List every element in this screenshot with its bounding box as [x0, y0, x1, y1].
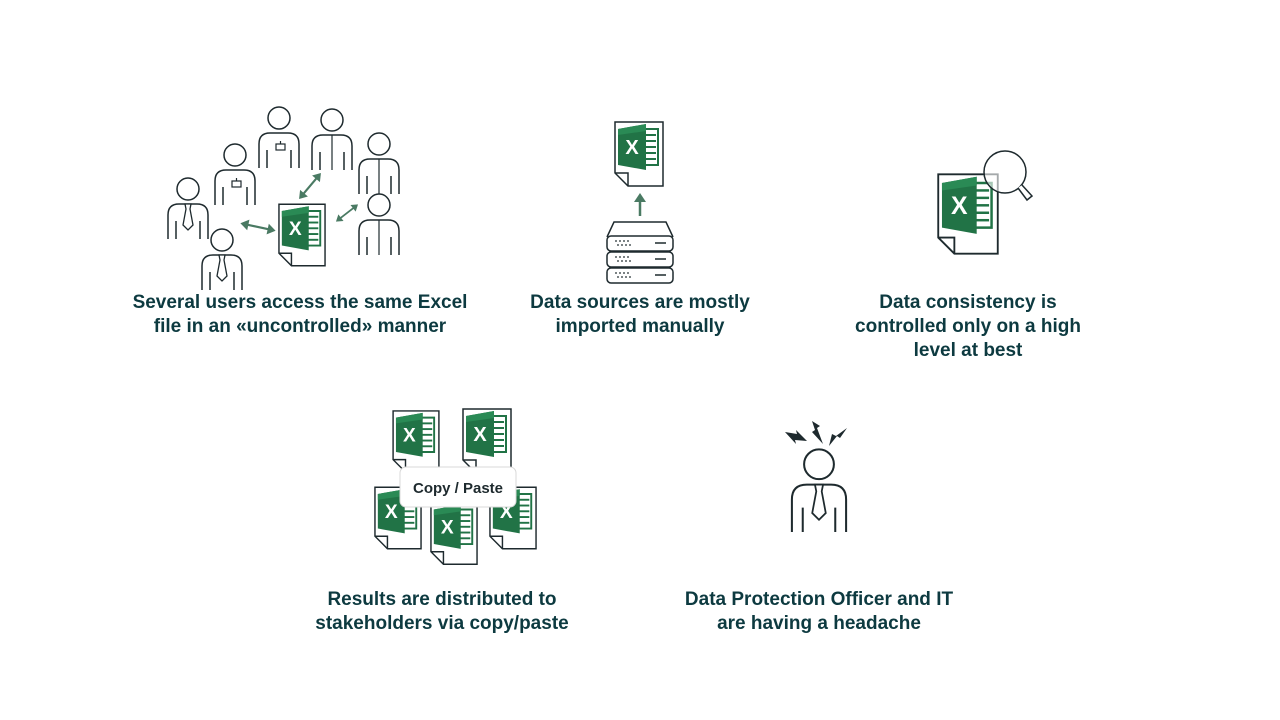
caption-uncontrolled-access: Several users access the same Excel file…: [110, 291, 490, 339]
caption-line: imported manually: [555, 316, 725, 337]
copy-paste-callout: Copy / Paste: [399, 466, 517, 508]
excel-file-icon: [462, 408, 512, 474]
caption-copy-paste-distribution: Results are distributed to stakeholders …: [292, 588, 592, 636]
caption-line: level at best: [913, 340, 1023, 361]
caption-line: stakeholders via copy/paste: [315, 613, 569, 634]
caption-headache: Data Protection Officer and IT are havin…: [664, 588, 974, 636]
caption-line: Several users access the same Excel: [132, 292, 468, 313]
user-icon: [358, 193, 400, 255]
excel-file-icon: [392, 410, 440, 473]
users-group-illustration: [167, 106, 400, 290]
user-icon: [167, 177, 209, 239]
caption-line: Results are distributed to: [327, 589, 557, 610]
caption-line: controlled only on a high: [855, 316, 1081, 337]
caption-line: file in an «uncontrolled» manner: [153, 316, 447, 337]
caption-line: Data Protection Officer and IT: [684, 589, 954, 610]
double-arrow-icon: [332, 199, 362, 227]
excel-file-icon: [614, 121, 664, 187]
double-arrow-icon: [294, 169, 326, 203]
stressed-person-icon: [790, 448, 848, 532]
excel-file-icon: [278, 203, 326, 267]
copy-paste-label: Copy / Paste: [413, 480, 503, 497]
copy-paste-illustration: Copy / Paste: [374, 408, 537, 566]
caption-manual-import: Data sources are mostly imported manuall…: [500, 291, 780, 339]
user-icon: [258, 106, 300, 168]
headache-illustration: [785, 421, 848, 532]
caption-data-consistency: Data consistency is controlled only on a…: [830, 291, 1106, 363]
manual-import-illustration: [606, 121, 674, 284]
headache-lightning-icon: [785, 421, 847, 446]
double-arrow-icon: [239, 217, 277, 237]
magnifier-icon: [983, 150, 1034, 202]
caption-line: are having a headache: [717, 613, 921, 634]
user-icon: [311, 108, 353, 170]
consistency-check-illustration: [937, 150, 1034, 255]
caption-line: Data sources are mostly: [530, 292, 750, 313]
server-icon: [606, 221, 674, 284]
caption-line: Data consistency is: [879, 292, 1057, 313]
excel-file-icon: [430, 501, 478, 566]
user-icon: [214, 143, 256, 205]
user-icon: [358, 132, 400, 194]
up-arrow-icon: [634, 193, 646, 216]
